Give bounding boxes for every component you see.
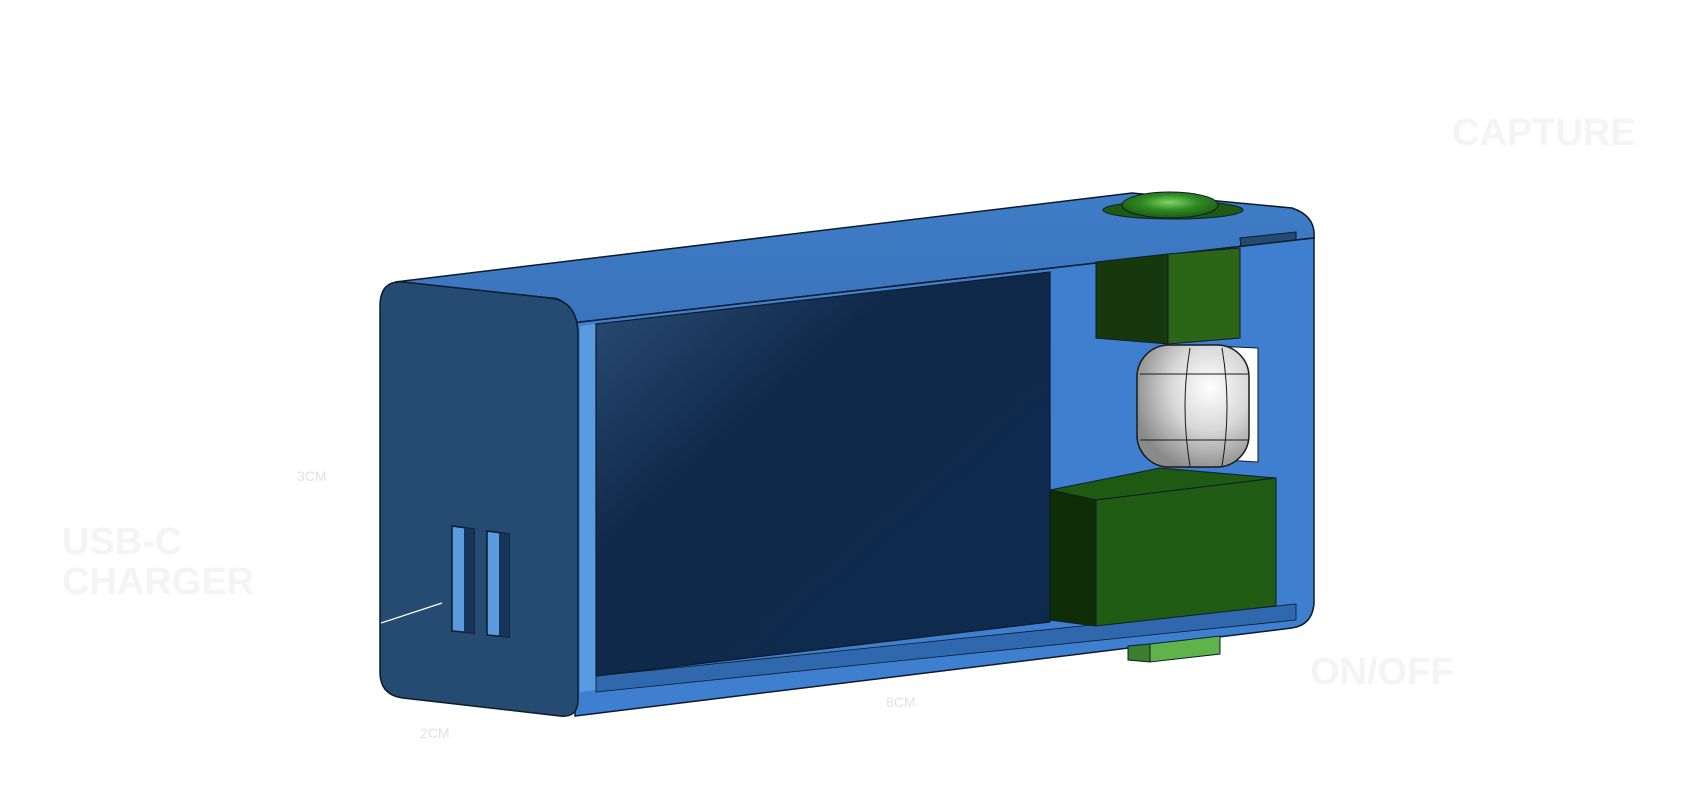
camera-module: [1136, 344, 1250, 468]
usb-c-label-line2: CHARGER: [62, 560, 255, 603]
frame-inner-lip: [580, 324, 596, 692]
frame-bottom-lip: [595, 603, 1297, 693]
usb-c-port-inner: [499, 533, 509, 637]
usb-c-charger-label: USB-C CHARGER: [62, 521, 255, 603]
capture-label: CAPTURE: [1452, 112, 1636, 154]
display-panel: [595, 271, 1051, 677]
lower-board-front: [1095, 477, 1277, 627]
length-dimension-label: 8CM: [886, 694, 916, 710]
on-off-switch-side: [1127, 643, 1151, 663]
depth-dimension-label: 2CM: [420, 725, 450, 741]
upper-board-side: [1095, 253, 1169, 345]
upper-board-front: [1167, 247, 1241, 345]
capture-button-icon: [1121, 191, 1219, 219]
usb-c-label-line1: USB-C: [62, 521, 183, 563]
usb-c-port-inner: [464, 528, 474, 633]
on-off-label: ON/OFF: [1310, 651, 1454, 693]
on-off-switch: [1149, 635, 1221, 663]
camera-module-edge-line: [1184, 347, 1191, 467]
height-dimension-label: 3CM: [297, 468, 327, 484]
camera-module-edge-line: [1221, 347, 1228, 467]
enclosure-end-cap: [379, 281, 579, 717]
lower-board-side: [1049, 489, 1097, 627]
usb-c-leader-line: [380, 602, 443, 624]
